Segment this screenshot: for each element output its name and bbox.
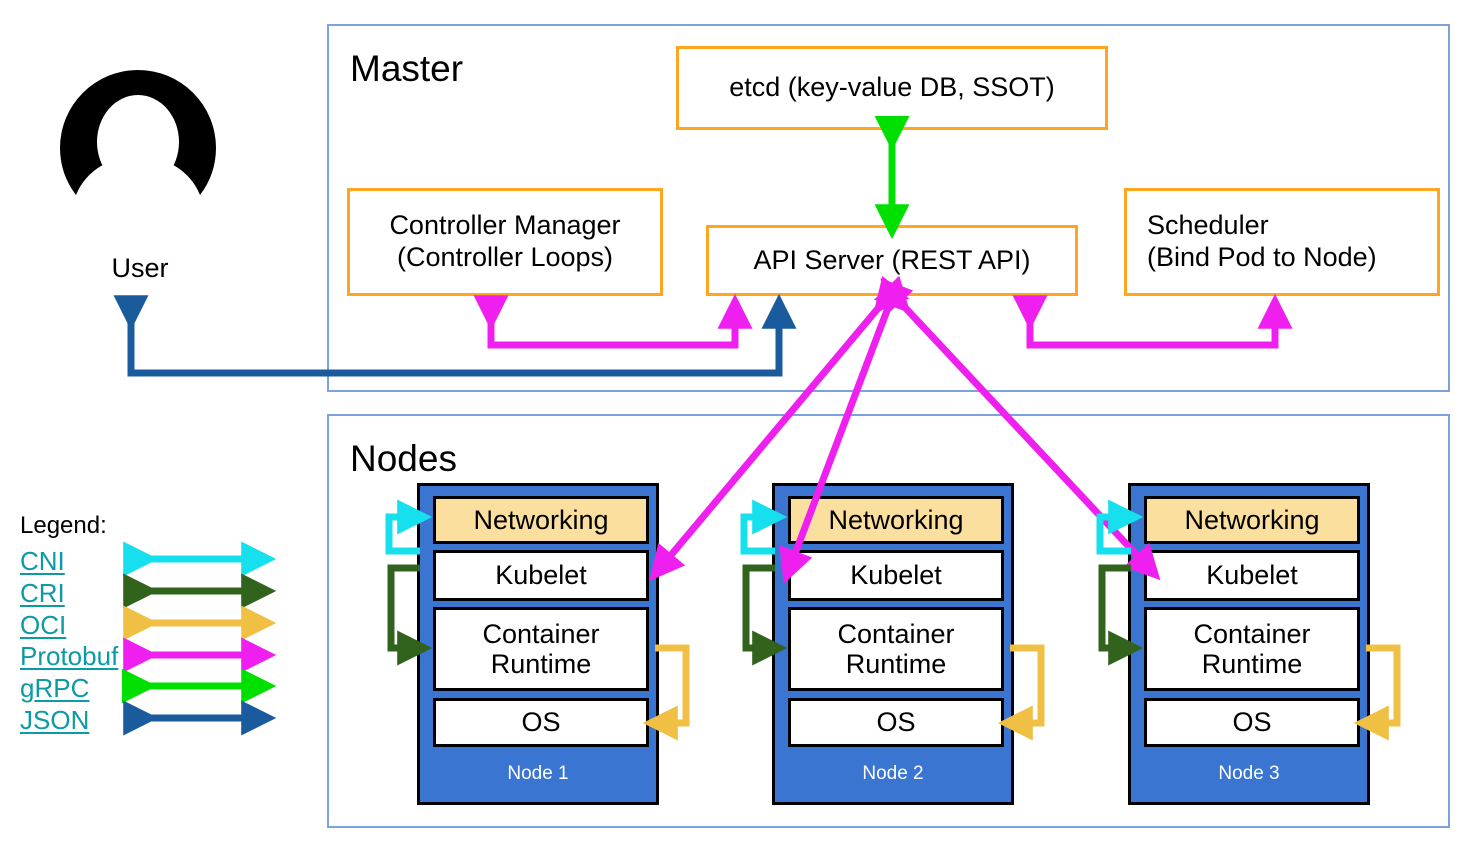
node-2-layer-kubelet[interactable]: Kubelet	[788, 550, 1004, 601]
component-scheduler[interactable]: Scheduler (Bind Pod to Node)	[1124, 188, 1440, 296]
nodes-group-title: Nodes	[350, 438, 457, 479]
user-avatar-icon	[60, 70, 216, 195]
legend-item-json[interactable]: JSON	[20, 705, 90, 735]
component-etcd[interactable]: etcd (key-value DB, SSOT)	[676, 46, 1108, 130]
node-3-networking-label: Networking	[1184, 504, 1320, 535]
node-1-label: Node 1	[507, 763, 569, 784]
node-3-label: Node 3	[1218, 763, 1280, 784]
node-2-layer-os[interactable]: OS	[788, 698, 1004, 747]
legend-item-cri[interactable]: CRI	[20, 578, 65, 608]
component-scheduler-line2: (Bind Pod to Node)	[1147, 242, 1377, 272]
component-api-server-label: API Server (REST API)	[753, 244, 1031, 275]
node-3-os-label: OS	[1232, 707, 1272, 738]
node-1-os-label: OS	[521, 707, 561, 738]
node-2-container-runtime-label: Container Runtime	[837, 618, 955, 679]
component-controller-manager-line1: Controller Manager	[389, 210, 621, 241]
node-3-layer-container-runtime[interactable]: Container Runtime	[1144, 607, 1360, 691]
component-api-server[interactable]: API Server (REST API)	[706, 225, 1078, 296]
legend-item-protobuf[interactable]: Protobuf	[20, 641, 119, 671]
user-label: User	[111, 253, 169, 283]
node-1-networking-label: Networking	[473, 504, 609, 535]
node-3-kubelet-label: Kubelet	[1206, 560, 1298, 591]
node-3[interactable]: Networking Kubelet Container Runtime OS …	[1128, 483, 1370, 805]
node-1-layer-kubelet[interactable]: Kubelet	[433, 550, 649, 601]
node-2-layer-networking[interactable]: Networking	[788, 496, 1004, 544]
node-1-layer-os[interactable]: OS	[433, 698, 649, 747]
master-group-title: Master	[350, 48, 464, 89]
component-etcd-label: etcd (key-value DB, SSOT)	[729, 72, 1055, 103]
node-2-label: Node 2	[862, 763, 924, 784]
component-controller-manager-line2: (Controller Loops)	[396, 242, 614, 272]
node-1-layer-networking[interactable]: Networking	[433, 496, 649, 544]
component-controller-manager[interactable]: Controller Manager (Controller Loops)	[347, 188, 663, 296]
node-2-networking-label: Networking	[828, 504, 964, 535]
node-2-kubelet-label: Kubelet	[850, 560, 942, 591]
node-1-kubelet-label: Kubelet	[495, 560, 587, 591]
node-1[interactable]: Networking Kubelet Container Runtime OS …	[417, 483, 659, 805]
node-1-container-runtime-label: Container Runtime	[482, 618, 600, 679]
node-2-layer-container-runtime[interactable]: Container Runtime	[788, 607, 1004, 691]
node-1-layer-container-runtime[interactable]: Container Runtime	[433, 607, 649, 691]
legend-item-oci[interactable]: OCI	[20, 610, 67, 640]
node-3-layer-os[interactable]: OS	[1144, 698, 1360, 747]
legend-item-grpc[interactable]: gRPC	[20, 673, 90, 703]
legend-item-cni[interactable]: CNI	[20, 546, 65, 576]
node-2[interactable]: Networking Kubelet Container Runtime OS …	[772, 483, 1014, 805]
legend-title: Legend:	[20, 512, 107, 539]
node-3-layer-networking[interactable]: Networking	[1144, 496, 1360, 544]
node-3-container-runtime-label: Container Runtime	[1193, 618, 1311, 679]
node-2-os-label: OS	[876, 707, 916, 738]
component-scheduler-line1: Scheduler	[1147, 210, 1269, 241]
node-3-layer-kubelet[interactable]: Kubelet	[1144, 550, 1360, 601]
